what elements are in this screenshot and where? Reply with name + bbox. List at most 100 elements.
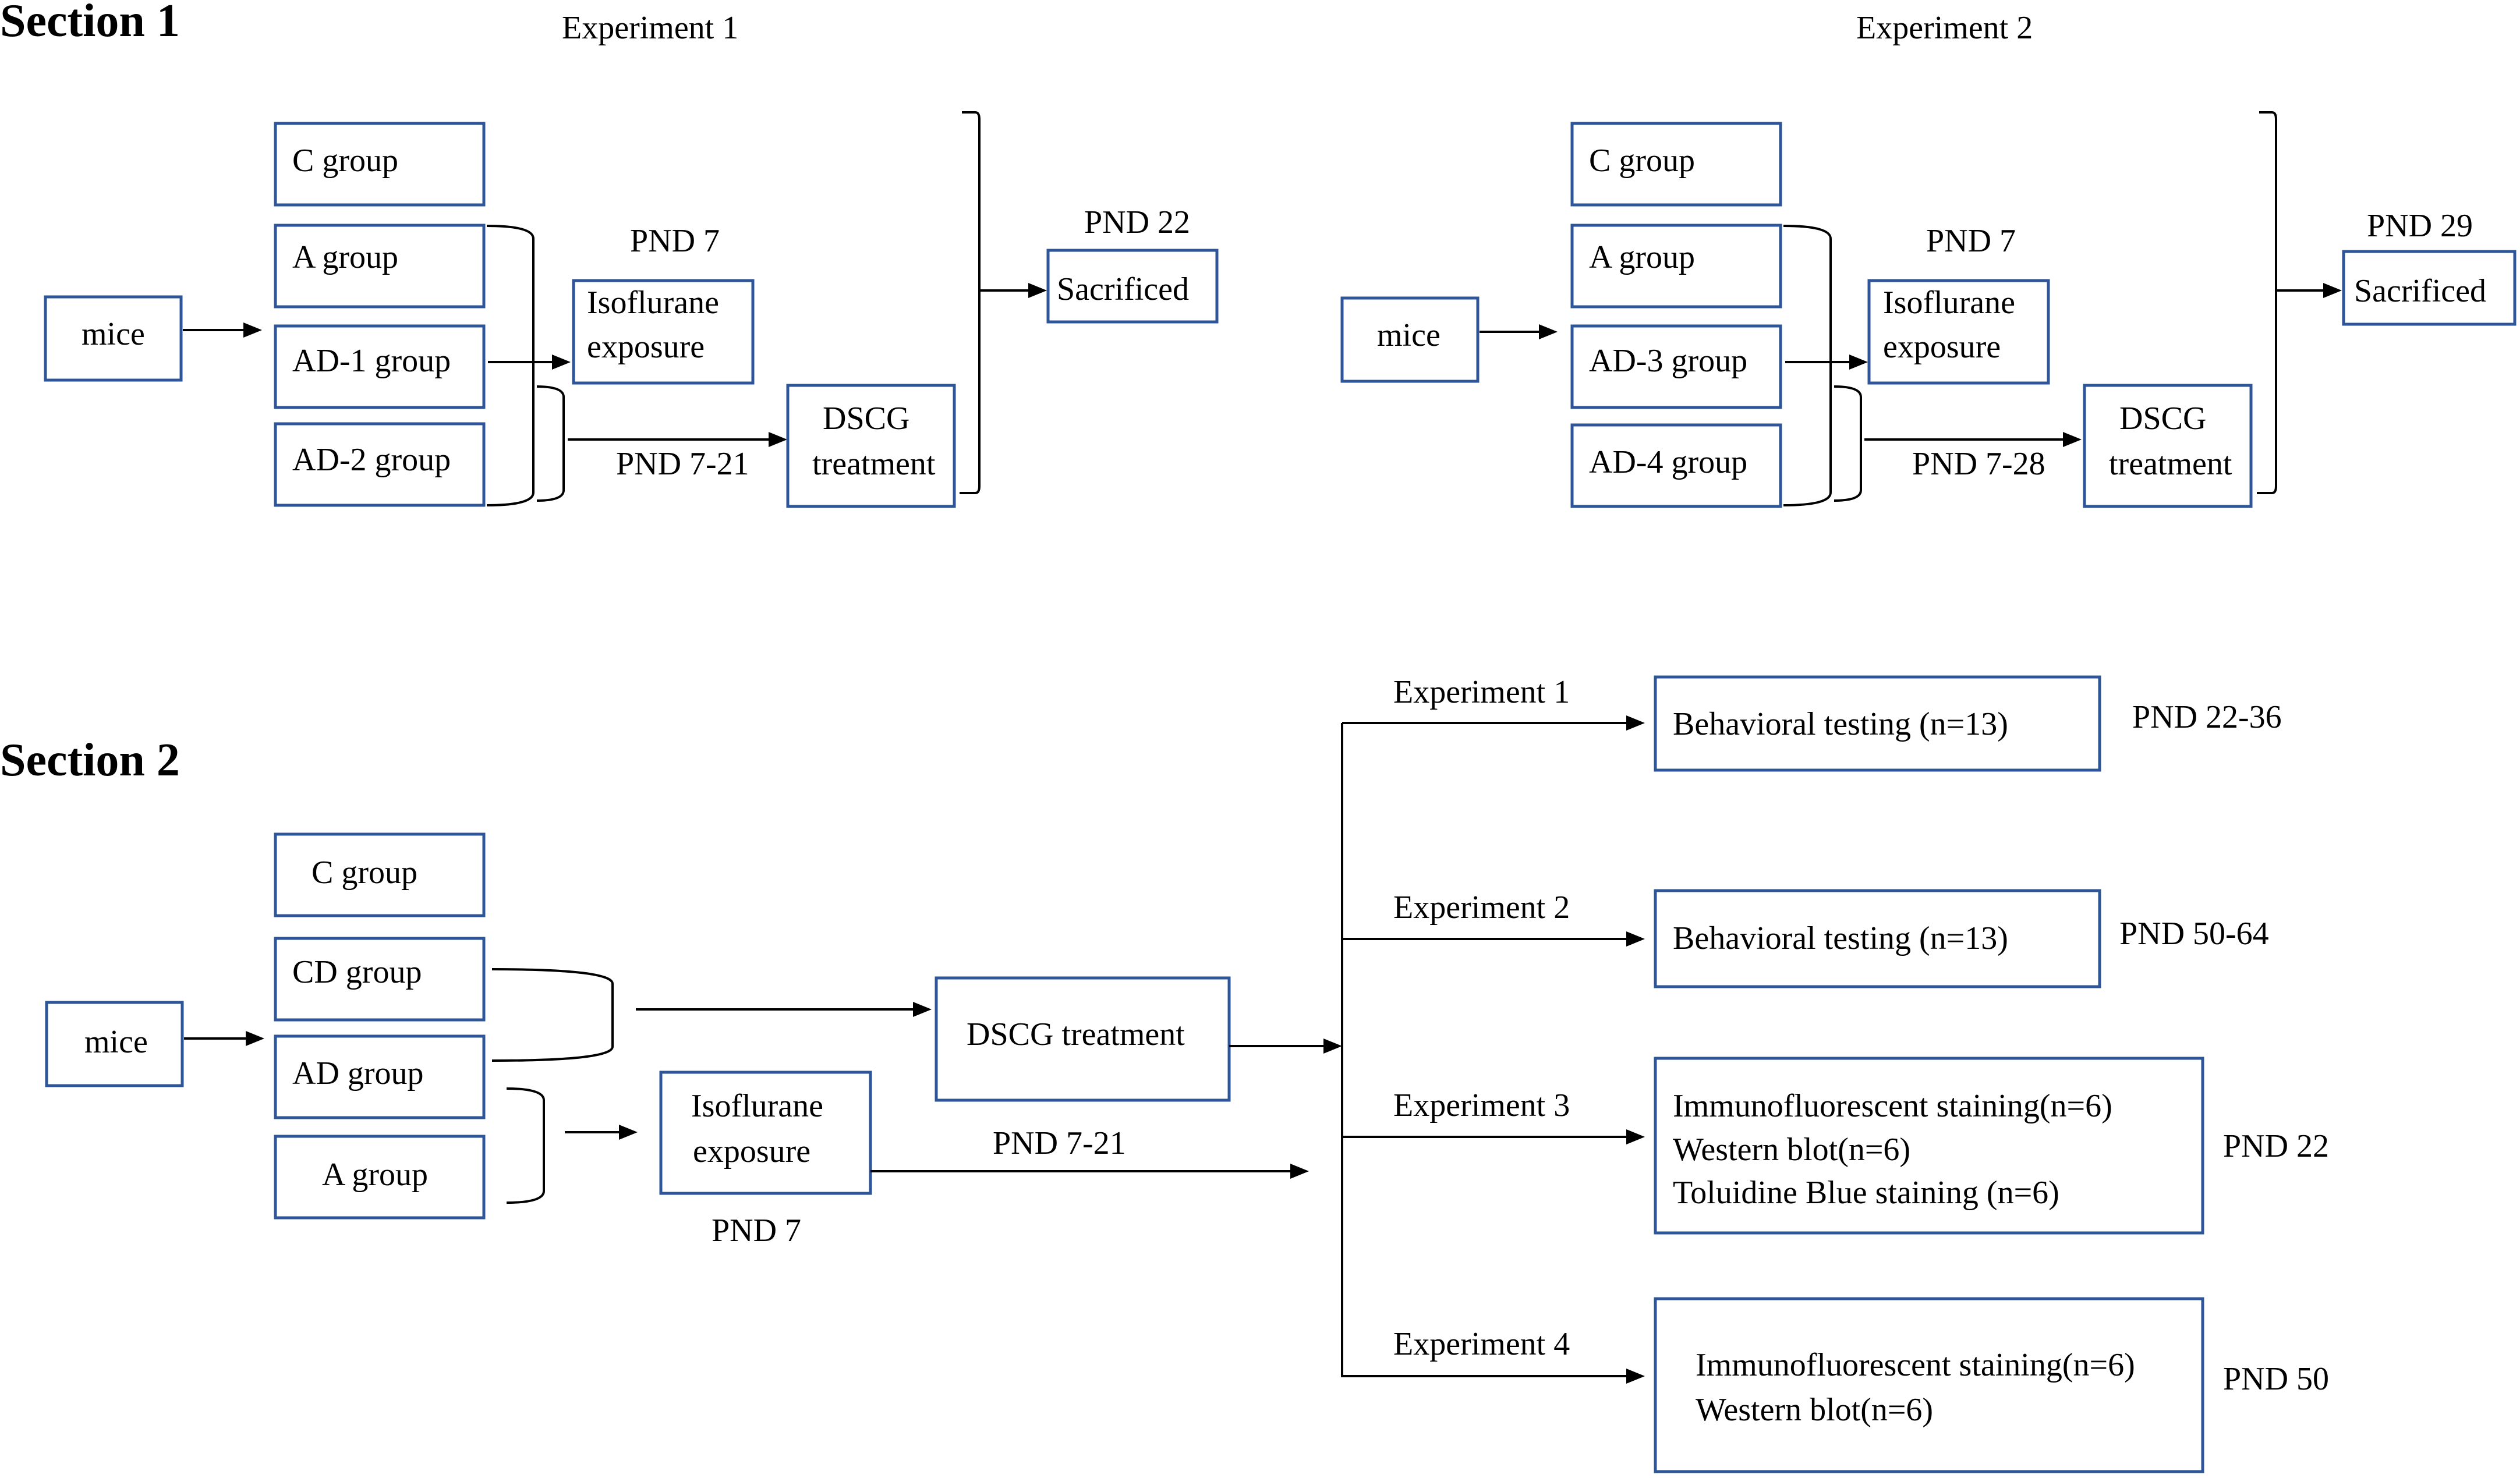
- experiment-4-pnd: PND 50: [2223, 1361, 2329, 1397]
- bracket-ad-a-groups: [506, 1087, 545, 1204]
- dscg-label-line1: DSCG: [2119, 400, 2206, 437]
- group-box: [274, 122, 486, 207]
- dscg-label: DSCG treatment: [967, 1016, 1185, 1052]
- dscg-label-line2: treatment: [812, 446, 936, 482]
- isoflurane-box: [659, 1071, 872, 1195]
- experiment-2-header: Experiment 2: [1856, 10, 2033, 46]
- arrowhead: [619, 1125, 638, 1140]
- group-label: CD group: [292, 954, 422, 990]
- arrowhead: [243, 322, 262, 338]
- group-box: [274, 937, 486, 1022]
- pnd-sacrifice-label: PND 29: [2367, 208, 2473, 244]
- group-label: A group: [1589, 239, 1695, 275]
- mice-label: mice: [1377, 317, 1440, 353]
- mice-box: [45, 1001, 184, 1087]
- pnd-range-label: PND 7-21: [616, 446, 749, 482]
- arrowhead: [2063, 432, 2082, 447]
- group-box: [274, 324, 486, 409]
- group-label: AD-3 group: [1589, 343, 1747, 379]
- sacrificed-box: [1046, 249, 1219, 324]
- group-box: [274, 1034, 486, 1119]
- mice-box: [44, 295, 183, 382]
- bracket-to-sacrifice: [2257, 111, 2277, 494]
- arrowhead: [2323, 283, 2342, 298]
- arrowhead: [1626, 931, 1645, 947]
- sacrificed-label: Sacrificed: [2354, 273, 2486, 309]
- dscg-label-line1: DSCG: [823, 400, 909, 437]
- sacrificed-label: Sacrificed: [1057, 271, 1189, 307]
- arrowhead: [1539, 324, 1558, 339]
- pnd-sacrifice-label: PND 22: [1084, 204, 1190, 240]
- experiment-3-box: [1654, 1057, 2204, 1235]
- experiment-3-line: Immunofluorescent staining(n=6): [1673, 1088, 2112, 1124]
- arrowhead: [1849, 355, 1868, 370]
- dscg-box: [786, 384, 956, 508]
- experiment-3-line: Western blot(n=6): [1673, 1132, 1910, 1168]
- group-label: C group: [292, 143, 398, 179]
- sacrificed-box: [2342, 250, 2517, 326]
- group-box: [1570, 122, 1782, 207]
- group-label: AD-2 group: [292, 442, 451, 478]
- group-label: C group: [1589, 143, 1695, 179]
- group-box: [274, 832, 486, 917]
- arrowhead: [1626, 1369, 1645, 1384]
- dscg-label-line2: treatment: [2109, 446, 2232, 482]
- section-2-flow: mice C group CD group AD group A group D…: [45, 674, 2329, 1473]
- isoflurane-label-line1: Isoflurane: [587, 285, 719, 321]
- bracket-to-sacrifice: [960, 111, 981, 494]
- experiment-1-header: Experiment 1: [562, 10, 738, 46]
- group-label: AD-1 group: [292, 343, 451, 379]
- mice-box: [1340, 296, 1480, 383]
- arrowhead: [913, 1002, 932, 1017]
- pnd-exposure-label: PND 7: [630, 223, 720, 259]
- experiment-1-box: [1654, 675, 2101, 772]
- experiment-4-line: Western blot(n=6): [1696, 1392, 1933, 1428]
- isoflurane-label-line1: Isoflurane: [1883, 285, 2015, 321]
- bracket-ad-groups: [536, 385, 565, 502]
- group-label: A group: [292, 239, 398, 275]
- isoflurane-box: [1867, 279, 2050, 385]
- arrowhead: [1323, 1039, 1342, 1054]
- arrowhead: [769, 432, 787, 447]
- experiment-4-line: Immunofluorescent staining(n=6): [1696, 1347, 2135, 1383]
- group-label: AD-4 group: [1589, 444, 1747, 480]
- experiment-1-label: Experiment 1: [1393, 674, 1570, 710]
- experiment-4-label: Experiment 4: [1393, 1326, 1570, 1362]
- section-2-title: Section 2: [0, 735, 180, 786]
- bracket-ad-groups: [1834, 385, 1862, 502]
- group-box: [274, 422, 486, 507]
- experiment-3-line: Toluidine Blue staining (n=6): [1673, 1175, 2059, 1211]
- experiment-4-box: [1654, 1297, 2204, 1473]
- section-1-experiment-2: Experiment 2 mice C group A group AD-3 g…: [1340, 10, 2517, 508]
- isoflurane-label-line2: exposure: [693, 1133, 810, 1169]
- isoflurane-label-line1: Isoflurane: [691, 1088, 823, 1124]
- arrowhead: [1290, 1164, 1309, 1179]
- experiment-1-line: Behavioral testing (n=13): [1673, 706, 2008, 742]
- group-box: [1570, 324, 1782, 409]
- pnd-exposure-label: PND 7: [712, 1213, 801, 1249]
- arrowhead: [1626, 1129, 1645, 1144]
- section-1-experiment-1: Experiment 1 mice C group A group AD-1 g…: [44, 10, 1219, 508]
- group-label: C group: [312, 855, 417, 891]
- isoflurane-box: [572, 279, 755, 385]
- arrowhead: [1626, 715, 1645, 731]
- mice-label: mice: [82, 316, 145, 352]
- experiment-1-pnd: PND 22-36: [2132, 699, 2282, 735]
- pnd-range-label: PND 7-21: [993, 1125, 1126, 1161]
- group-box: [274, 224, 486, 309]
- isoflurane-label-line2: exposure: [1883, 329, 2001, 365]
- isoflurane-label-line2: exposure: [587, 329, 705, 365]
- bracket-a-ad-groups: [486, 225, 535, 506]
- experiment-3-label: Experiment 3: [1393, 1087, 1570, 1123]
- experiment-2-box: [1654, 889, 2101, 988]
- section-1-title: Section 1: [0, 0, 180, 47]
- arrowhead: [1028, 283, 1047, 298]
- group-label: A group: [322, 1157, 428, 1193]
- bracket-a-ad-groups: [1783, 225, 1832, 506]
- group-box: [274, 1135, 486, 1220]
- arrowhead: [552, 355, 571, 370]
- arrowhead: [246, 1031, 264, 1046]
- group-label: AD group: [292, 1055, 424, 1091]
- experiment-2-line: Behavioral testing (n=13): [1673, 920, 2008, 956]
